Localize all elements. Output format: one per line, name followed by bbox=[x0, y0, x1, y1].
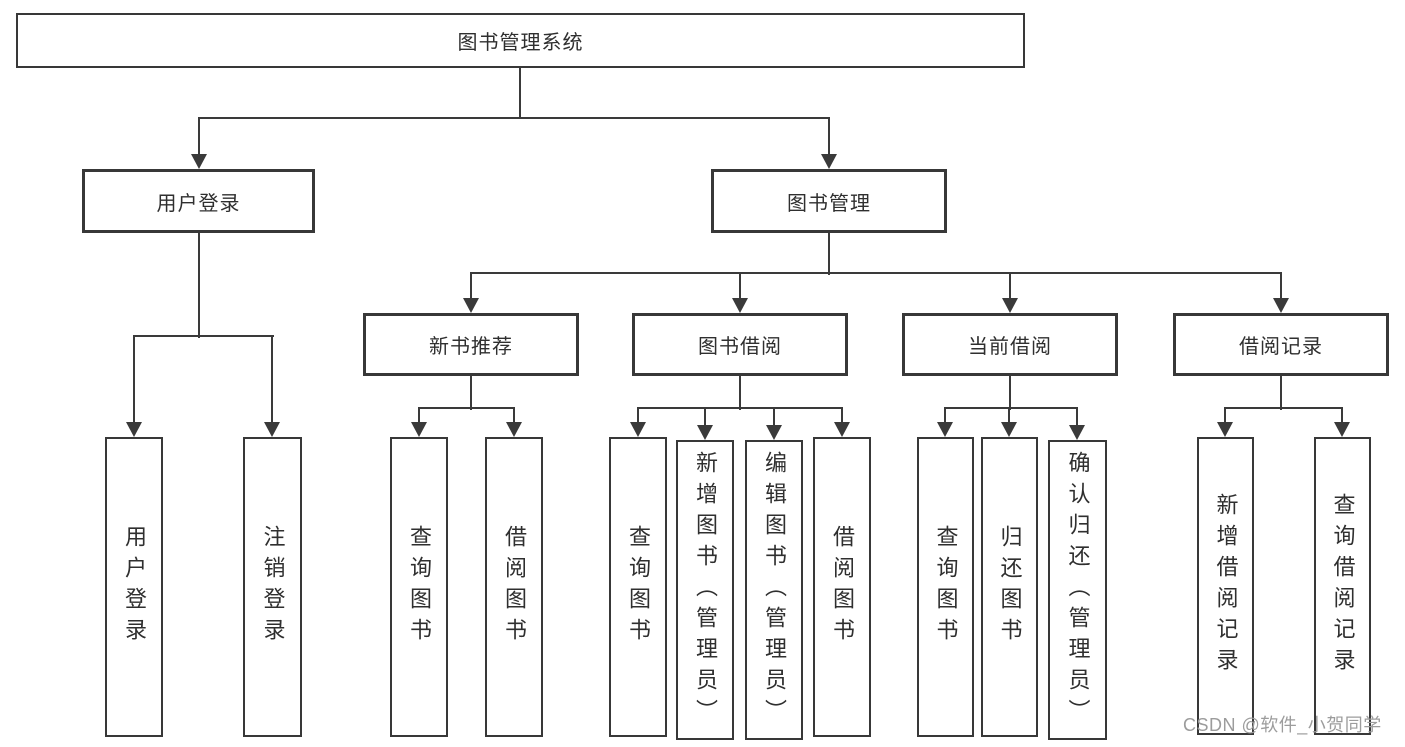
node-current-borrowing: 当前借阅 bbox=[902, 313, 1118, 376]
node-book-management: 图书管理 bbox=[711, 169, 947, 233]
connector-line bbox=[519, 68, 521, 119]
node-borrowing-records: 借阅记录 bbox=[1173, 313, 1389, 376]
arrowhead bbox=[1002, 298, 1018, 313]
connector-line bbox=[1076, 408, 1078, 427]
node-borrow-books-borrowing: 借阅图书 bbox=[813, 437, 871, 737]
connector-line bbox=[133, 335, 274, 337]
arrowhead bbox=[1001, 422, 1017, 437]
connector-line bbox=[513, 408, 515, 424]
connector-line bbox=[1009, 376, 1011, 410]
connector-line bbox=[841, 408, 843, 424]
connector-line bbox=[944, 407, 1078, 409]
arrowhead bbox=[630, 422, 646, 437]
arrowhead bbox=[1273, 298, 1289, 313]
node-book-borrowing: 图书借阅 bbox=[632, 313, 848, 376]
node-borrow-books-recommend: 借阅图书 bbox=[485, 437, 543, 737]
connector-line bbox=[828, 232, 830, 275]
connector-line bbox=[1280, 376, 1282, 410]
node-user-login-leaf: 用户登录 bbox=[105, 437, 163, 737]
connector-line bbox=[198, 232, 200, 338]
arrowhead bbox=[732, 298, 748, 313]
arrowhead bbox=[1334, 422, 1350, 437]
arrowhead bbox=[697, 425, 713, 440]
connector-line bbox=[198, 117, 830, 119]
node-user-login: 用户登录 bbox=[82, 169, 315, 233]
node-library-management-system: 图书管理系统 bbox=[16, 13, 1025, 68]
node-query-books-borrowing: 查询图书 bbox=[609, 437, 667, 737]
node-query-books-current: 查询图书 bbox=[917, 437, 974, 737]
connector-line bbox=[1224, 407, 1343, 409]
connector-line bbox=[470, 272, 1282, 274]
arrowhead bbox=[1069, 425, 1085, 440]
arrowhead bbox=[126, 422, 142, 437]
connector-line bbox=[828, 118, 830, 156]
node-return-books: 归还图书 bbox=[981, 437, 1038, 737]
connector-line bbox=[198, 118, 200, 156]
connector-line bbox=[1280, 273, 1282, 300]
connector-line bbox=[1341, 408, 1343, 424]
node-query-books-recommend: 查询图书 bbox=[390, 437, 448, 737]
connector-line bbox=[1008, 408, 1010, 424]
arrowhead bbox=[463, 298, 479, 313]
connector-line bbox=[418, 408, 420, 424]
connector-line bbox=[470, 376, 472, 410]
connector-line bbox=[1009, 273, 1011, 300]
connector-line bbox=[133, 336, 135, 424]
connector-line bbox=[739, 376, 741, 410]
node-add-books-admin: 新增图书（管理员） bbox=[676, 440, 734, 740]
arrowhead bbox=[1217, 422, 1233, 437]
node-new-book-recommend: 新书推荐 bbox=[363, 313, 579, 376]
arrowhead bbox=[411, 422, 427, 437]
connector-line bbox=[704, 408, 706, 427]
arrowhead bbox=[766, 425, 782, 440]
node-query-borrow-record: 查询借阅记录 bbox=[1314, 437, 1371, 735]
csdn-watermark: CSDN @软件_小贺同学 bbox=[1183, 715, 1382, 735]
connector-line bbox=[418, 407, 515, 409]
node-confirm-return-admin: 确认归还（管理员） bbox=[1048, 440, 1107, 740]
node-logout-leaf: 注销登录 bbox=[243, 437, 302, 737]
connector-line bbox=[773, 408, 775, 427]
arrowhead bbox=[506, 422, 522, 437]
connector-line bbox=[739, 273, 741, 300]
connector-line bbox=[1224, 408, 1226, 424]
arrowhead bbox=[937, 422, 953, 437]
connector-line bbox=[271, 336, 273, 424]
arrowhead bbox=[821, 154, 837, 169]
node-edit-books-admin: 编辑图书（管理员） bbox=[745, 440, 803, 740]
arrowhead bbox=[264, 422, 280, 437]
connector-line bbox=[470, 273, 472, 300]
node-add-borrow-record: 新增借阅记录 bbox=[1197, 437, 1254, 735]
connector-line bbox=[944, 408, 946, 424]
arrowhead bbox=[834, 422, 850, 437]
connector-line bbox=[637, 407, 843, 409]
connector-line bbox=[637, 408, 639, 424]
arrowhead bbox=[191, 154, 207, 169]
